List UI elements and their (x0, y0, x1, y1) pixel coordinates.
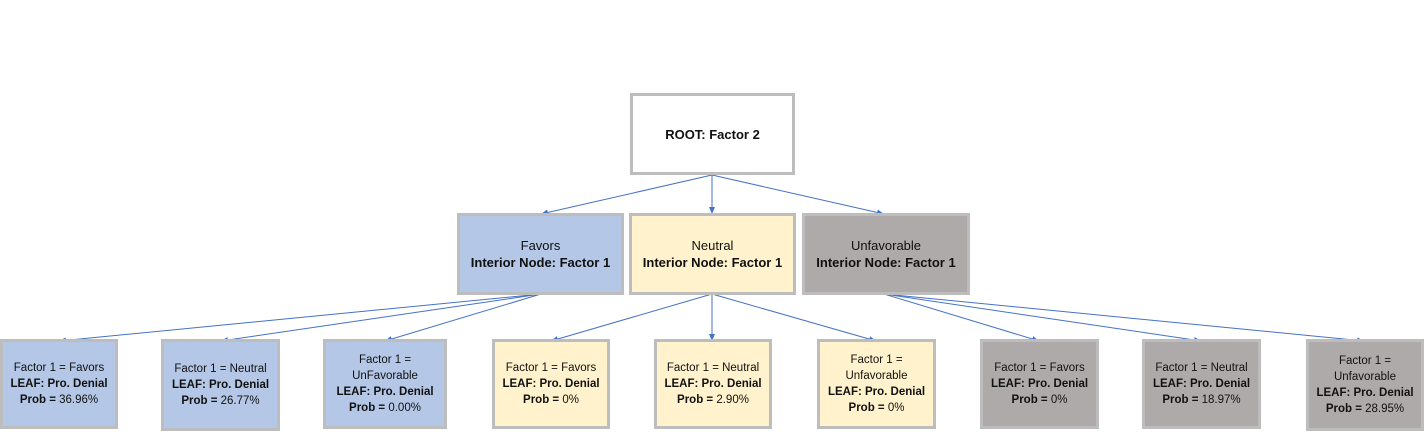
leaf-prob-value: 36.96% (59, 394, 99, 406)
leaf-prob: Prob = 18.97% (1162, 392, 1240, 408)
leaf-prob-label: Prob = (1011, 394, 1048, 406)
leaf-label: LEAF: Pro. Denial (664, 378, 762, 390)
edge-favors-leaf-1 (58, 293, 542, 344)
leaf-prob-label: Prob = (1162, 394, 1199, 406)
leaf-prob-label: Prob = (1325, 403, 1362, 415)
edge-root-unfavorable (711, 174, 885, 216)
interior-node-unfavorable: Unfavorable Interior Node: Factor 1 (802, 213, 970, 295)
leaf-prob-value: 0.00% (388, 402, 421, 414)
interior-subtitle: Interior Node: Factor 1 (642, 255, 783, 270)
leaf-prob: Prob = 2.90% (677, 392, 749, 408)
leaf-prob: Prob = 0% (849, 400, 905, 416)
leaf-prob: Prob = 26.77% (181, 393, 259, 409)
leaf-prob-label: Prob = (848, 402, 885, 414)
leaf-condition: Factor 1 = Favors (13, 362, 105, 374)
leaf-prob-label: Prob = (677, 394, 714, 406)
leaf-prob: Prob = 0.00% (349, 400, 421, 416)
leaf-prob-value: 18.97% (1201, 394, 1241, 406)
leaf-prob: Prob = 28.95% (1326, 401, 1404, 417)
leaf-prob: Prob = 36.96% (20, 392, 98, 408)
leaf-node-9: Factor 1 = Unfavorable LEAF: Pro. Denial… (1306, 339, 1424, 431)
leaf-node-2: Factor 1 = Neutral LEAF: Pro. Denial Pro… (161, 339, 280, 431)
leaf-node-8: Factor 1 = Neutral LEAF: Pro. Denial Pro… (1142, 339, 1261, 429)
leaf-node-6: Factor 1 = Unfavorable LEAF: Pro. Denial… (817, 339, 936, 429)
interior-node-favors: Favors Interior Node: Factor 1 (457, 213, 624, 295)
leaf-node-1: Factor 1 = Favors LEAF: Pro. Denial Prob… (0, 339, 118, 429)
edge-unfavorable-leaf-3 (883, 293, 1365, 344)
leaf-label: LEAF: Pro. Denial (171, 379, 270, 391)
leaf-prob-value: 0% (562, 394, 579, 406)
edge-root-favors (540, 174, 713, 216)
leaf-prob-label: Prob = (19, 394, 56, 406)
leaf-prob-label: Prob = (349, 402, 386, 414)
leaf-prob-value: 0% (887, 402, 905, 414)
edge-favors-leaf-3 (384, 293, 542, 342)
leaf-node-3: Factor 1 = UnFavorable LEAF: Pro. Denial… (323, 339, 447, 429)
leaf-prob-label: Prob = (181, 395, 218, 407)
edge-neutral-leaf-1 (550, 293, 713, 342)
root-label: ROOT: Factor 2 (665, 126, 760, 142)
leaf-condition: Factor 1 = Neutral (666, 362, 760, 374)
leaf-prob-value: 26.77% (220, 395, 260, 407)
leaf-condition: Factor 1 = Neutral (1155, 362, 1248, 374)
leaf-prob-label: Prob = (523, 394, 560, 406)
leaf-prob-value: 28.95% (1365, 403, 1405, 415)
interior-subtitle: Interior Node: Factor 1 (470, 255, 611, 270)
edge-unfavorable-leaf-2 (883, 293, 1202, 343)
leaf-prob-value: 0% (1050, 394, 1068, 406)
root-node: ROOT: Factor 2 (630, 93, 795, 175)
leaf-node-4: Factor 1 = Favors LEAF: Pro. Denial Prob… (492, 339, 610, 429)
leaf-condition: Factor 1 = Favors (994, 362, 1085, 374)
interior-subtitle: Interior Node: Factor 1 (816, 255, 956, 270)
leaf-label: LEAF: Pro. Denial (827, 386, 926, 398)
leaf-node-5: Factor 1 = Neutral LEAF: Pro. Denial Pro… (654, 339, 772, 429)
leaf-prob: Prob = 0% (523, 392, 579, 408)
leaf-label: LEAF: Pro. Denial (1152, 378, 1251, 390)
leaf-label: LEAF: Pro. Denial (336, 386, 434, 398)
edge-unfavorable-leaf-1 (883, 293, 1040, 342)
interior-title: Favors (520, 238, 561, 253)
interior-title: Neutral (691, 238, 734, 253)
interior-title: Unfavorable (850, 238, 922, 253)
leaf-label: LEAF: Pro. Denial (10, 378, 108, 390)
interior-node-neutral: Neutral Interior Node: Factor 1 (629, 213, 796, 295)
edge-favors-leaf-2 (220, 293, 542, 343)
leaf-label: LEAF: Pro. Denial (502, 378, 600, 390)
edge-neutral-leaf-3 (711, 293, 877, 342)
leaf-label: LEAF: Pro. Denial (990, 378, 1089, 390)
leaf-condition: Factor 1 = UnFavorable (352, 354, 418, 382)
leaf-prob: Prob = 0% (1012, 392, 1068, 408)
leaf-condition: Factor 1 = Unfavorable (845, 354, 908, 382)
leaf-node-7: Factor 1 = Favors LEAF: Pro. Denial Prob… (980, 339, 1099, 429)
leaf-condition: Factor 1 = Favors (505, 362, 597, 374)
leaf-label: LEAF: Pro. Denial (1316, 387, 1414, 399)
leaf-prob-value: 2.90% (716, 394, 749, 406)
leaf-condition: Factor 1 = Unfavorable (1333, 355, 1396, 383)
leaf-condition: Factor 1 = Neutral (174, 363, 267, 375)
